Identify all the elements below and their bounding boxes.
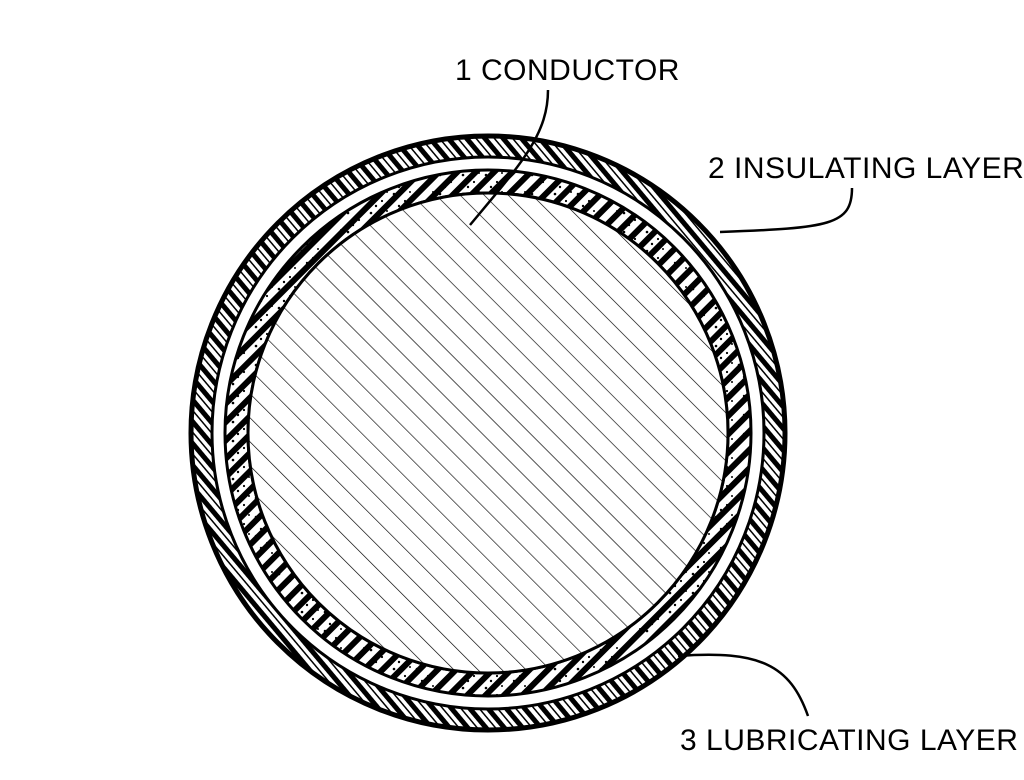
conductor-label: 1 CONDUCTOR	[455, 54, 680, 87]
conductor-core	[246, 191, 730, 675]
lubricating-layer-leader-line	[677, 653, 810, 717]
insulating-layer-leader-line	[719, 187, 854, 234]
insulating-layer-label: 2 INSULATING LAYER	[708, 152, 1024, 185]
lubricating-layer-label: 3 LUBRICATING LAYER	[680, 724, 1018, 757]
conductor-leader-line	[469, 89, 550, 226]
